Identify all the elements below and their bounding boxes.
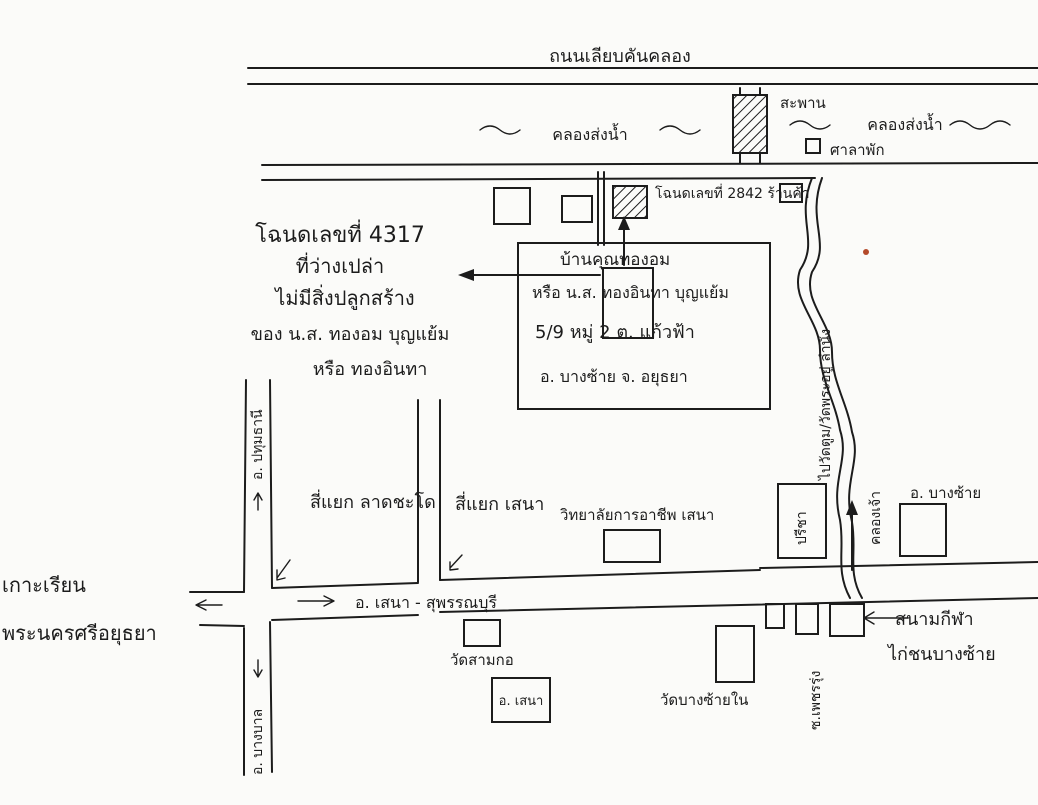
top-road-label: ถนนเลียบคันคลอง — [549, 46, 691, 67]
bridge — [732, 87, 768, 164]
lane-label: ซ.เพชรรุ่ง — [808, 671, 824, 730]
arrow-chaiyaphruek — [276, 559, 291, 581]
canal-wave-left-2 — [659, 125, 701, 135]
intersection-sena: สี่แยก เสนา — [455, 491, 544, 515]
koh-riang-label: เกาะเรียน — [2, 573, 86, 597]
sena-district-label: อ. เสนา — [499, 694, 544, 709]
river-left-bank — [797, 177, 851, 599]
arrow-north — [253, 492, 263, 511]
police-box — [777, 483, 827, 559]
neighbor-shop-building — [612, 185, 648, 219]
building-3 — [779, 183, 803, 203]
main-road-label: อ. เสนา - สุพรรณบุรี — [355, 593, 497, 613]
bangbal-road-right — [269, 621, 273, 773]
main-road-east-upper — [439, 569, 761, 581]
sena-district-box — [491, 677, 551, 723]
subject-line1: โฉนดเลขที่ 4317 — [255, 219, 425, 248]
main-road-east-lower — [439, 597, 1038, 613]
canal-wave-left-1 — [479, 125, 521, 135]
wat-samkho-label: วัดสามกอ — [450, 651, 514, 669]
arrow-south — [253, 659, 263, 678]
market-line2: ไก่ชนบางซ้าย — [886, 643, 996, 665]
market-line1: สนามกีฬา — [895, 609, 974, 630]
canal-road-edge-lower — [261, 177, 816, 181]
market-building — [829, 603, 865, 637]
arrow-west — [195, 599, 223, 611]
house-plot — [517, 242, 771, 410]
canal-wave-right-2 — [949, 120, 1011, 130]
arrow-to-note-head — [458, 269, 474, 281]
pathum-road-right — [269, 379, 273, 589]
bridge-label: สะพาน — [780, 94, 826, 112]
bangsai-district-box — [899, 503, 947, 557]
bangsai-district-label: อ. บางซ้าย — [910, 484, 981, 502]
police-label: ปรีชา — [794, 511, 810, 545]
marker-dot — [863, 249, 869, 255]
arrow-market — [863, 611, 909, 625]
house-line4: อ. บางซ้าย จ. อยุธยา — [540, 367, 688, 387]
building-5 — [795, 603, 819, 635]
neighbor-label: โฉนดเลขที่ 2842 ร้านค้า — [655, 184, 810, 202]
bang-chao-label: คลองเจ้า — [868, 491, 884, 545]
wat-bangsai-label: วัดบางซ้ายใน — [660, 691, 748, 709]
main-road-mid-lower — [271, 614, 419, 621]
house-line1: บ้านคุณทองอม — [560, 250, 670, 270]
main-road-west-lower — [199, 624, 245, 627]
canal-road-edge-upper — [261, 162, 1038, 166]
pathum-road-left — [243, 379, 247, 593]
canal-left-label: คลองส่งน้ำ — [552, 123, 627, 144]
river-label: ไปวัดตูม/วัดพระอยู่ ลำนัง — [817, 329, 834, 481]
wat-samkho-building — [463, 619, 501, 647]
pathum-road-label: อ. ปทุมธานี — [250, 409, 266, 480]
subject-line2: ที่ว่างเปล่า — [296, 252, 384, 278]
wat-bangsai-building — [715, 625, 755, 683]
arrow-to-shop-head — [618, 216, 630, 230]
intersection-chaiyaphruek: สี่แยก ลาดชะโด — [310, 489, 436, 513]
house-line3: 5/9 หมู่ 2 ต. แก้วฟ้า — [535, 322, 695, 343]
main-road-mid-upper — [271, 582, 419, 589]
college-label: วิทยาลัยการอาชีพ เสนา — [559, 506, 714, 524]
subject-line5: หรือ ทองอินทา — [313, 359, 428, 380]
building-4 — [765, 603, 785, 629]
main-road-far-upper — [759, 561, 1038, 569]
building-2 — [561, 195, 593, 223]
pavilion-label: ศาลาพัก — [830, 141, 885, 159]
arrow-east — [297, 595, 335, 607]
subject-line3: ไม่มีสิ่งปลูกสร้าง — [273, 284, 414, 311]
college-building — [603, 529, 661, 563]
bang-chao-arrow-head — [846, 500, 858, 515]
building-1 — [493, 187, 531, 225]
house-line2: หรือ น.ส. ทองอินทา บุญแย้ม — [532, 283, 729, 303]
pavilion-box — [805, 138, 821, 154]
subject-line4: ของ น.ส. ทองอม บุญแย้ม — [251, 324, 450, 345]
bangbal-road-label: อ. บางบาล — [250, 709, 266, 775]
canal-wave-right-1 — [789, 120, 831, 130]
phra-nakhon-label: พระนครศรีอยุธยา — [2, 621, 157, 646]
canal-right-label: คลองส่งน้ำ — [867, 113, 942, 134]
arrow-sena — [449, 554, 463, 571]
subject-land-plot — [602, 267, 654, 339]
